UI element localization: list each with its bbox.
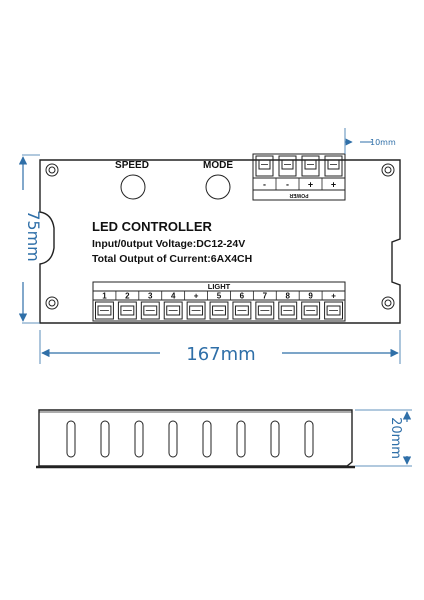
vent-slot: [168, 420, 178, 458]
light-terminal: [255, 301, 275, 320]
light-terminal: [324, 301, 344, 320]
terminal-width-dimension: 10mm: [370, 138, 396, 147]
power-terminal: [301, 155, 320, 177]
side-view: [36, 409, 355, 469]
speed-button[interactable]: [120, 174, 146, 200]
light-terminal: [278, 301, 298, 320]
power-polarity-label: +: [331, 180, 336, 190]
light-terminal-label: +: [194, 292, 199, 301]
light-terminal: [140, 301, 160, 320]
power-terminal: [324, 155, 343, 177]
vent-slot: [270, 420, 280, 458]
light-terminal-label: 2: [125, 292, 130, 301]
power-polarity-label: +: [308, 180, 313, 190]
light-terminal-block: LIGHT 1 2 3 4 +5 6 7 8 9 +: [92, 281, 346, 322]
speed-label: SPEED: [115, 160, 149, 171]
light-terminal-label: 7: [263, 292, 268, 301]
mode-button[interactable]: [205, 174, 231, 200]
light-terminal: [163, 301, 183, 320]
light-terminal: [95, 301, 114, 320]
depth-dimension: 20mm: [388, 417, 403, 459]
mode-label: MODE: [203, 160, 233, 171]
light-terminal: [117, 301, 137, 320]
mounting-holes: [45, 163, 395, 310]
height-dimension: 75mm: [24, 210, 43, 262]
vent-slot: [304, 420, 314, 458]
light-terminal-label: 1: [102, 292, 107, 301]
light-terminal-label: 3: [148, 292, 153, 301]
voltage-spec: Input/0utput Voltage:DC12-24V: [92, 238, 245, 250]
width-dimension: 167mm: [186, 344, 255, 365]
power-polarity-label: -: [286, 180, 289, 190]
light-terminal-label: 6: [240, 292, 245, 301]
light-terminal-label: 9: [308, 292, 313, 301]
light-terminal: [186, 301, 206, 320]
power-label: POWER: [289, 192, 308, 198]
light-terminal-label: +: [331, 292, 336, 301]
light-terminal: [209, 301, 229, 320]
light-terminal: [232, 301, 252, 320]
vent-slot: [134, 420, 144, 458]
vent-slot: [202, 420, 212, 458]
power-terminal: [255, 155, 274, 177]
light-terminal-label: 8: [286, 292, 291, 301]
vent-slot: [100, 420, 110, 458]
light-terminal-label: 4: [171, 292, 176, 301]
current-spec: Total Output of Current:6AX4CH: [92, 253, 252, 265]
device-title: LED CONTROLLER: [92, 219, 212, 234]
light-terminal: [301, 301, 321, 320]
power-terminal-block: - - + + POWER: [252, 153, 346, 201]
vent-slot: [66, 420, 76, 458]
vent-slot: [236, 420, 246, 458]
power-polarity-label: -: [263, 180, 266, 190]
light-terminal-label: 5: [217, 292, 222, 301]
light-label: LIGHT: [208, 282, 231, 291]
power-terminal: [278, 155, 297, 177]
